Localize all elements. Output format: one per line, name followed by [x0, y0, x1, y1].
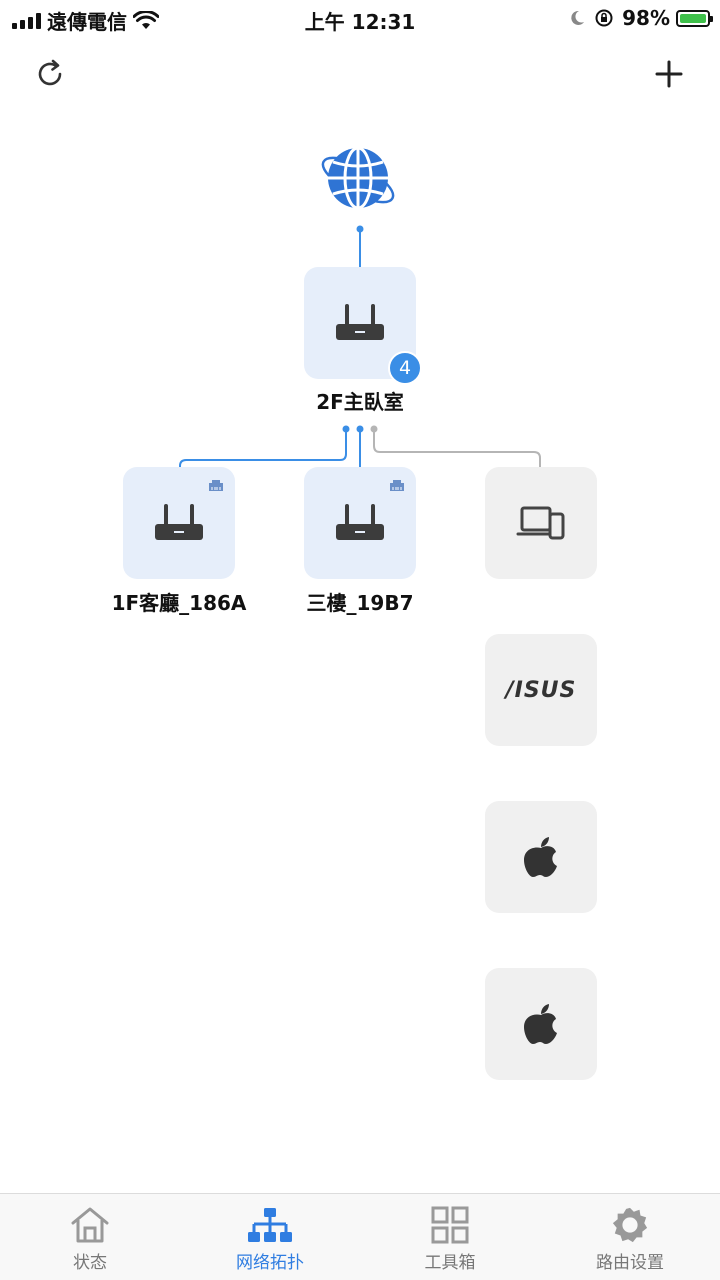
globe-icon — [321, 146, 395, 210]
ethernet-icon — [390, 480, 404, 491]
battery-percent: 98% — [622, 6, 670, 30]
router-icon — [336, 504, 384, 540]
devices-icon — [516, 506, 565, 540]
client-device-2[interactable]: /ISUS — [485, 634, 597, 746]
signal-icon — [12, 12, 41, 29]
mesh-node-1[interactable] — [123, 467, 235, 579]
mesh-node-2-label: 三樓_19B7 — [306, 591, 414, 615]
add-button[interactable] — [645, 50, 693, 98]
client-device-3[interactable] — [485, 801, 597, 913]
mesh-node-2[interactable] — [304, 467, 416, 579]
carrier-name: 遠傳電信 — [47, 10, 127, 34]
tab-router-settings[interactable]: 路由设置 — [540, 1194, 720, 1280]
client-device-1[interactable] — [485, 467, 597, 579]
topology-lines — [179, 225, 541, 468]
tab-router-settings-label: 路由设置 — [596, 1253, 664, 1273]
asus-logo: /ISUS — [505, 677, 577, 703]
apple-icon — [524, 1004, 557, 1044]
home-icon — [71, 1207, 109, 1243]
tab-status[interactable]: 状态 — [0, 1194, 180, 1280]
status-bar: 遠傳電信 上午 12:31 98% — [0, 0, 720, 38]
gear-icon — [612, 1207, 648, 1243]
tab-topology[interactable]: 网络拓扑 — [180, 1194, 360, 1280]
client-count-badge: 4 — [388, 351, 422, 385]
router-icon — [336, 304, 384, 340]
plus-icon — [655, 60, 683, 88]
ethernet-icon — [209, 480, 223, 491]
tab-toolbox-label: 工具箱 — [424, 1253, 476, 1273]
mesh-node-1-label: 1F客廳_186A — [111, 591, 247, 615]
topology-icon — [248, 1208, 292, 1242]
internet-node[interactable] — [318, 144, 402, 218]
refresh-button[interactable] — [26, 50, 74, 98]
refresh-icon — [38, 59, 62, 86]
router-icon — [155, 504, 203, 540]
grid-icon — [431, 1206, 469, 1244]
bottom-nav: 状态 网络拓扑 工具箱 — [0, 1193, 720, 1280]
client-device-4[interactable] — [485, 968, 597, 1080]
tab-status-label: 状态 — [73, 1253, 107, 1273]
main-router-node[interactable]: 4 — [304, 267, 422, 385]
tab-toolbox[interactable]: 工具箱 — [360, 1194, 540, 1280]
wifi-icon — [133, 10, 159, 29]
moon-icon — [571, 10, 585, 25]
status-time: 上午 12:31 — [304, 10, 416, 34]
rotation-lock-icon — [595, 9, 613, 27]
battery-icon — [676, 9, 713, 27]
main-router-label: 2F主臥室 — [316, 390, 404, 414]
tab-topology-label: 网络拓扑 — [236, 1253, 304, 1273]
apple-icon — [524, 837, 557, 877]
